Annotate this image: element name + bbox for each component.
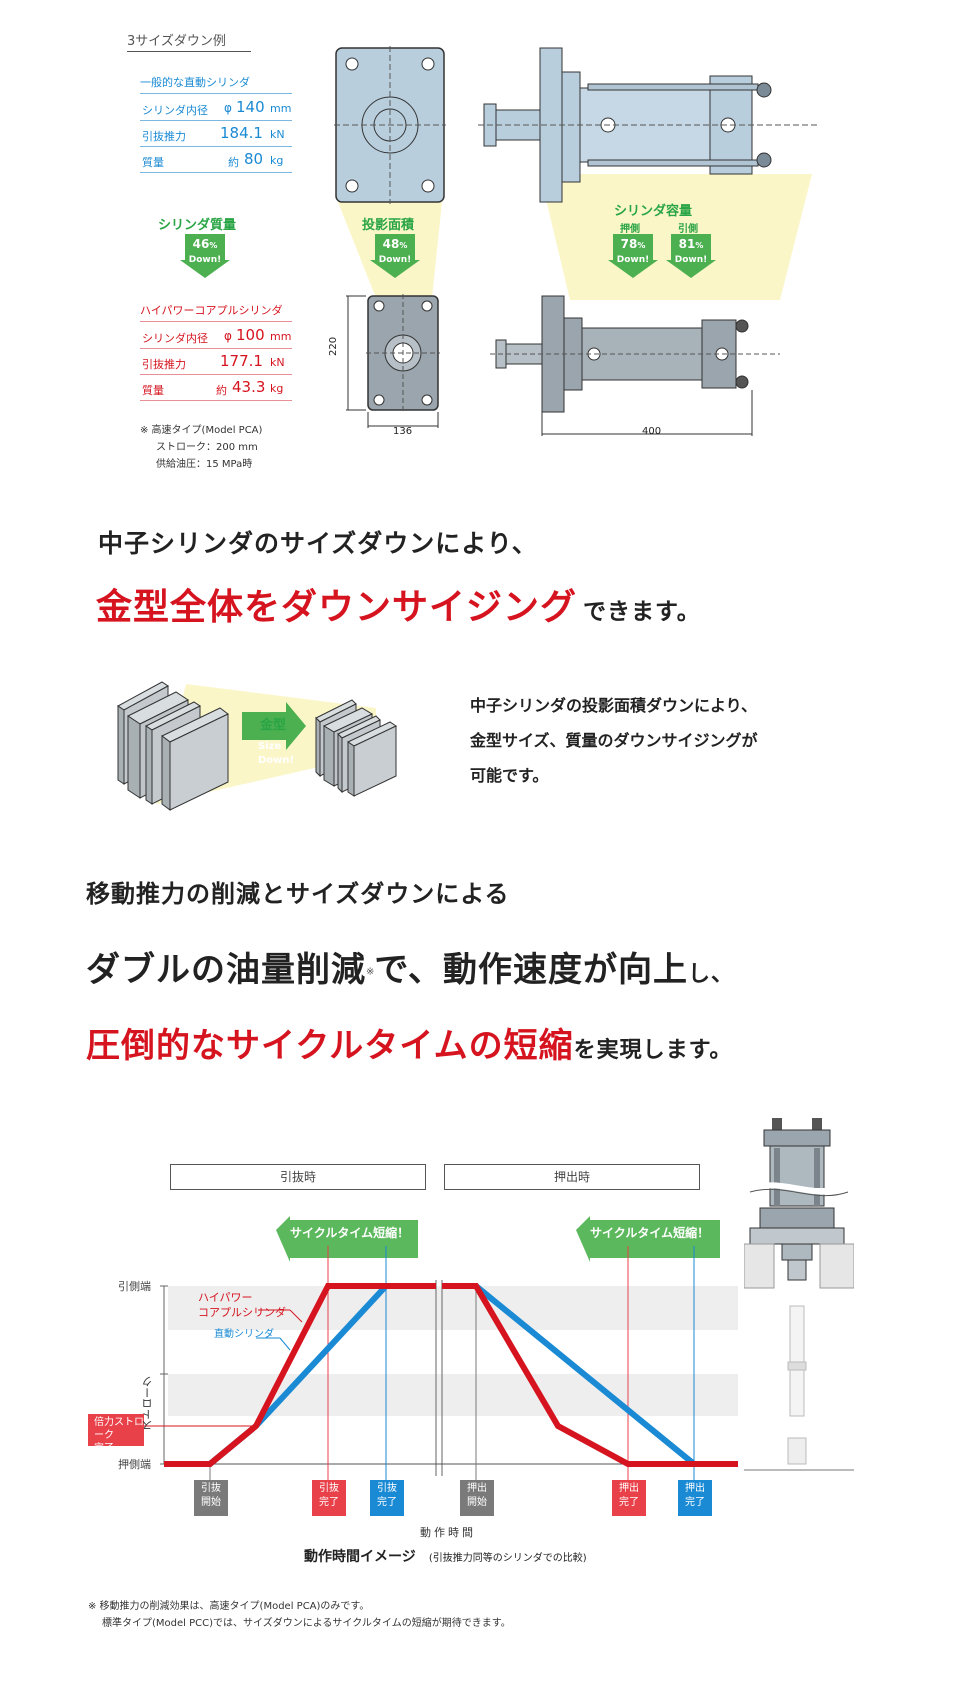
capacity-label: シリンダ容量: [614, 204, 693, 219]
highpower-row: シリンダ内径 φ 100 mm: [140, 326, 292, 349]
marker-pull-done-direct: 引抜完了: [377, 1483, 397, 1508]
headline2-line1: 移動推力の削減とサイズダウンによる: [86, 880, 510, 908]
mold-description: 中子シリンダの投影面積ダウンにより、 金型サイズ、質量のダウンサイジングが 可能…: [470, 696, 758, 785]
standard-row: シリンダ内径 φ 140 mm: [140, 98, 292, 121]
direct-series-label: 直動シリンダ: [214, 1329, 274, 1340]
pull-header: 引抜時: [170, 1164, 426, 1190]
highpower-row: 引抜推力 177.1 kN: [140, 352, 292, 375]
marker-push-done-hp: 押出完了: [619, 1483, 639, 1508]
area-label: 投影面積: [362, 218, 415, 233]
cylinder-side-view-large: [478, 47, 818, 203]
highpower-spec: ハイパワーコアプルシリンダ シリンダ内径 φ 100 mm 引抜推力 177.1…: [140, 302, 292, 406]
headline1-tail: できます。: [583, 599, 701, 625]
cylinder-front-view-small: [346, 294, 440, 428]
highpower-row: 質量 約 43.3 kg: [140, 378, 292, 401]
dim-400: 400: [642, 426, 662, 437]
spec-note: ※ 高速タイプ(Model PCA) ストローク：200 mm 供給油圧：15 …: [140, 425, 263, 470]
headline1-emph: 金型全体をダウンサイジング: [96, 587, 578, 628]
cycle-arrow-push: サイクルタイム短縮！: [590, 1226, 710, 1240]
cylinder-vertical-illustration: [744, 1118, 854, 1471]
pull-down-arrow-icon: [666, 234, 716, 278]
example-title: 3サイズダウン例: [127, 30, 251, 52]
headline1-line2: 金型全体をダウンサイジングできます。: [96, 578, 701, 630]
cycle-arrow-pull: サイクルタイム短縮！: [290, 1226, 410, 1240]
booster-label: 倍力ストローク 完了: [94, 1417, 144, 1454]
standard-spec: 一般的な直動シリンダ シリンダ内径 φ 140 mm 引抜推力 184.1 kN…: [140, 74, 292, 178]
push-header: 押出時: [444, 1164, 700, 1190]
mass-label: シリンダ質量: [158, 218, 237, 233]
mass-down-arrow-icon: [180, 234, 230, 278]
pull-label: 引側: [678, 224, 698, 235]
cylinder-side-view-small: [490, 295, 780, 436]
push-pct: 78% Down!: [616, 237, 650, 265]
footnote: ※ 移動推力の削減効果は、高速タイプ(Model PCA)のみです。 標準タイプ…: [88, 1601, 511, 1629]
stroke-time-diagram: [88, 1216, 738, 1516]
pull-pct: 81% Down!: [674, 237, 708, 265]
y-top-label: 引側端: [118, 1280, 151, 1293]
marker-pull-start: 引抜開始: [201, 1483, 221, 1508]
dim-220: 220: [328, 336, 339, 356]
dim-136: 136: [393, 426, 413, 437]
marker-pull-done-hp: 引抜完了: [319, 1483, 339, 1508]
standard-row: 質量 約 80 kg: [140, 150, 292, 173]
area-pct: 48% Down!: [378, 237, 412, 265]
y-bottom-label: 押側端: [118, 1458, 151, 1471]
headline1-line1: 中子シリンダのサイズダウンにより、: [98, 529, 538, 558]
push-down-arrow-icon: [608, 234, 658, 278]
standard-row: 引抜推力 184.1 kN: [140, 124, 292, 147]
mold-label: 金型: [260, 718, 287, 733]
mold-illustration: [117, 681, 398, 811]
mold-size-down: Size Down!: [258, 741, 295, 766]
cylinder-front-view-large: [334, 46, 446, 204]
area-down-arrow-icon: [370, 234, 420, 278]
x-axis-label: 動作時間: [420, 1526, 476, 1539]
mass-pct: 46% Down!: [188, 237, 222, 265]
highpower-heading: ハイパワーコアプルシリンダ: [140, 302, 292, 322]
marker-push-start: 押出開始: [467, 1483, 487, 1508]
marker-push-done-direct: 押出完了: [685, 1483, 705, 1508]
push-label: 押側: [620, 224, 640, 235]
headline2-line3: 圧倒的なサイクルタイムの短縮を実現します。: [86, 1026, 733, 1066]
headline2-line2: ダブルの油量削減※で、動作速度が向上し、: [86, 950, 735, 990]
hp-series-label: ハイパワー コアプルシリンダ: [198, 1291, 286, 1319]
standard-heading: 一般的な直動シリンダ: [140, 74, 292, 94]
diagram-caption: 動作時間イメージ (引抜推力同等のシリンダでの比較): [304, 1549, 587, 1565]
